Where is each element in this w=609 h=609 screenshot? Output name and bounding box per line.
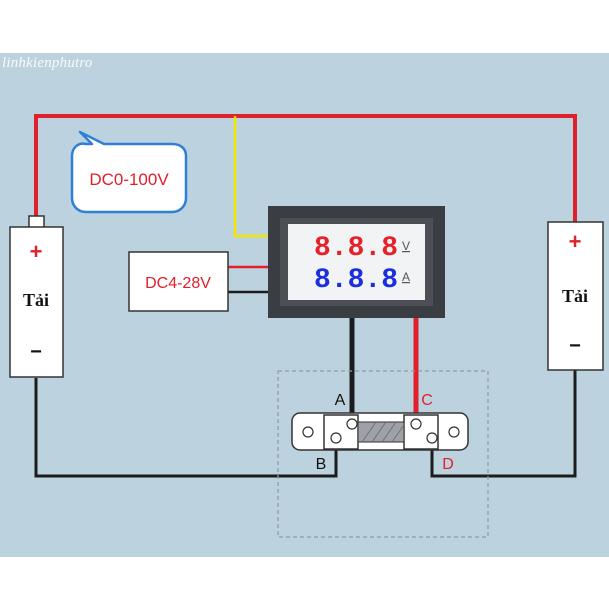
left-load-plus: + <box>30 239 43 264</box>
current-unit: A <box>402 270 410 284</box>
voltage-unit: V <box>402 239 410 253</box>
current-display: 8.8.8 <box>314 265 398 296</box>
shunt-element-hatch <box>381 421 397 443</box>
left-load-terminal <box>28 215 45 229</box>
right-load-plus: + <box>569 229 582 254</box>
terminal-label-a: A <box>335 392 346 409</box>
voltage-range-label: DC0-100V <box>89 170 169 189</box>
shunt-element-hatch <box>361 421 377 443</box>
left-load-body <box>9 226 64 378</box>
shunt-mount-hole-left <box>302 426 314 438</box>
voltage-display: 8.8.8 <box>314 233 398 264</box>
power-supply-label: DC4-28V <box>145 275 211 292</box>
shunt-mount-hole-right <box>448 426 460 438</box>
positive-wire-top <box>34 114 577 222</box>
shunt-element-hatch <box>391 424 405 443</box>
shunt-enclosure <box>277 370 489 538</box>
terminal-label-b: B <box>316 456 327 473</box>
shunt-block-right <box>403 414 439 450</box>
shunt-resistor <box>291 412 469 451</box>
shunt-element <box>357 421 405 443</box>
right-load-minus: − <box>569 335 581 357</box>
left-load-minus: − <box>30 341 42 363</box>
power-supply-box <box>128 251 229 312</box>
screw-d <box>426 432 438 444</box>
right-load-label: Tải <box>562 286 588 306</box>
right-load-body <box>547 221 604 371</box>
terminal-label-d: D <box>442 456 454 473</box>
negative-return-left <box>34 378 338 478</box>
terminal-label-c: C <box>421 392 433 409</box>
screw-b <box>330 432 342 444</box>
left-load-label: Tải <box>23 290 49 310</box>
screw-a <box>346 418 358 430</box>
negative-return-right <box>430 370 577 478</box>
watermark-text: linhkienphutro <box>2 55 93 71</box>
shunt-element-hatch <box>371 421 387 443</box>
voltage-range-bubble <box>70 130 188 214</box>
meter-screen <box>288 224 425 300</box>
screw-c <box>410 418 422 430</box>
voltage-sense-wire <box>233 116 272 238</box>
